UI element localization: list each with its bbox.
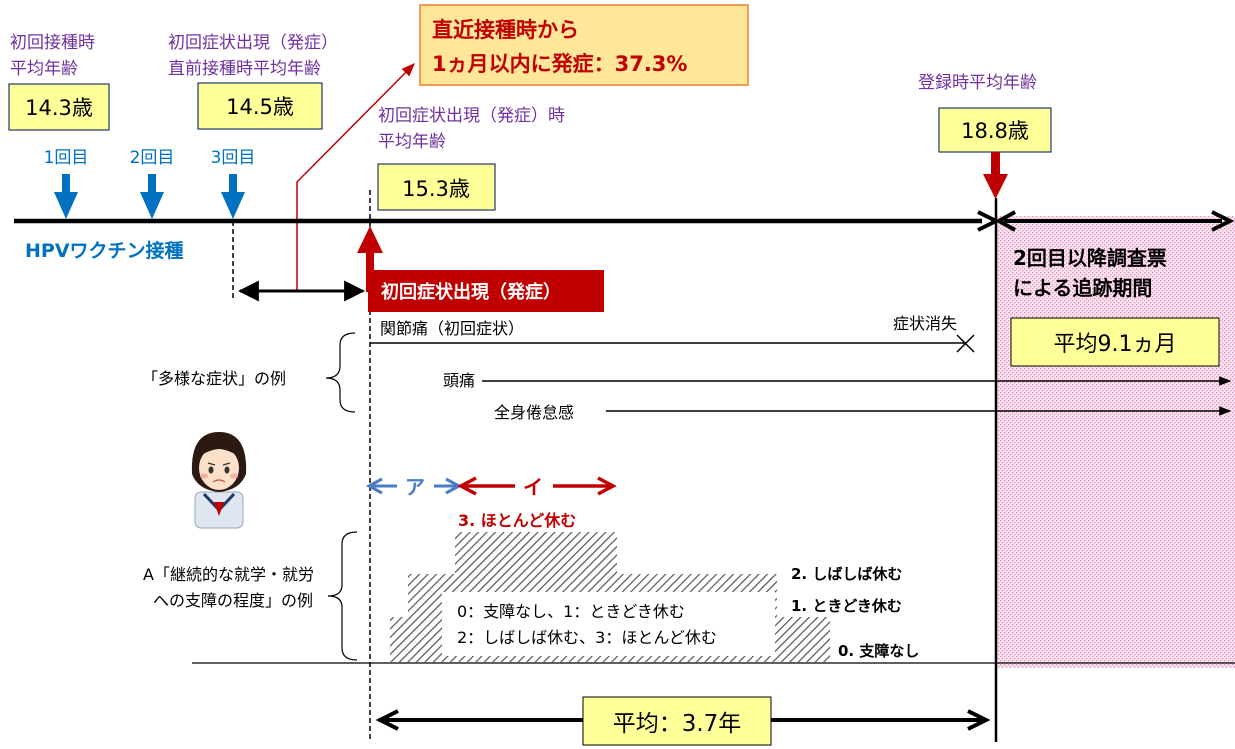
first-vacc-age-title-1: 初回接種時 — [10, 33, 95, 53]
impairment-legend-line1: 0：支障なし、1：ときどき休む — [457, 602, 685, 621]
dose-3-arrow-shaft — [229, 174, 237, 194]
followup-label-line1: 2回目以降調査票 — [1013, 246, 1167, 270]
registration-age-value: 18.8歳 — [961, 119, 1029, 143]
onset-age-group: 初回症状出現（発症）時 平均年齢 15.3歳 — [377, 106, 565, 211]
followup-arrow-head-left — [994, 210, 1016, 232]
average-duration-value: 平均：3.7年 — [613, 711, 742, 737]
symptom-examples: 関節痛（初回症状） 症状消失 頭痛 全身倦怠感 「多様な症状」の例 — [142, 314, 1232, 422]
symptom-resolved-label: 症状消失 — [893, 314, 957, 333]
first-onset-label: 初回症状出現（発症） — [381, 281, 561, 303]
onset-age-title-1: 初回症状出現（発症）時 — [378, 106, 565, 126]
registration-arrow-head — [983, 174, 1008, 199]
impairment-example-line2: への支障の程度」の例 — [153, 591, 313, 610]
level-3-label: 3. ほとんど休む — [458, 511, 576, 530]
first-vacc-age-title-2: 平均年齢 — [10, 59, 78, 79]
pre-onset-vacc-age-value: 14.5歳 — [226, 95, 294, 119]
interval-i-label: イ — [523, 475, 543, 499]
various-symptoms-brace — [325, 332, 356, 413]
registration-age-group: 登録時平均年齢 18.8歳 — [918, 73, 1052, 199]
followup-arrow-head-right — [1211, 210, 1235, 232]
dose-markers: 1回目 2回目 3回目 — [44, 148, 256, 219]
first-onset-banner — [368, 270, 604, 312]
symptom-resolved-x-icon — [956, 334, 975, 353]
average-duration-group: 平均：3.7年 — [375, 696, 991, 746]
interval-markers: ア イ — [365, 474, 617, 499]
within-month-onset-box — [419, 4, 749, 86]
impairment-example-line1: A「継続的な就学・就労 — [143, 565, 314, 584]
level-0-label: 0. 支障なし — [838, 642, 919, 660]
pre-onset-vacc-age-group: 初回症状出現（発症） 直前接種時平均年齢 14.5歳 — [168, 33, 338, 130]
dose-3-label: 3回目 — [211, 148, 256, 168]
followup-average-box — [1010, 317, 1220, 367]
dose-3-arrow-head — [221, 192, 245, 219]
interval-a-label: ア — [405, 475, 425, 499]
pre-onset-vacc-age-box — [197, 82, 323, 130]
dose-1-arrow-shaft — [62, 174, 70, 194]
registration-arrow-shaft — [991, 152, 1000, 176]
impairment-step-chart: 0：支障なし、1：ときどき休む 2：しばしば休む、3：ほとんど休む 3. ほとん… — [143, 511, 1235, 664]
onset-age-box — [377, 163, 496, 211]
impairment-brace — [327, 531, 358, 661]
various-symptoms-label: 「多様な症状」の例 — [142, 369, 286, 388]
followup-period-area — [996, 216, 1235, 668]
within-month-onset-callout: 直近接種時から 1ヵ月以内に発症：37.3% — [296, 4, 749, 292]
hpv-vaccination-label: HPVワクチン接種 — [25, 240, 184, 262]
impairment-legend-line2: 2：しばしば休む、3：ほとんど休む — [457, 628, 717, 647]
level-2-label: 2. しばしば休む — [791, 565, 902, 583]
first-vacc-age-group: 初回接種時 平均年齢 14.3歳 — [8, 33, 110, 131]
pre-onset-vacc-age-title-2: 直前接種時平均年齢 — [168, 59, 321, 79]
onset-age-title-2: 平均年齢 — [378, 132, 446, 152]
callout-pointer-line — [296, 63, 415, 292]
pre-onset-vacc-age-title-1: 初回症状出現（発症） — [168, 33, 338, 53]
dose-2-arrow-head — [140, 192, 164, 219]
level-1-label: 1. ときどき休む — [791, 597, 902, 615]
onset-age-value: 15.3歳 — [402, 177, 470, 201]
dose-2-label: 2回目 — [130, 148, 175, 168]
first-vacc-age-value: 14.3歳 — [25, 96, 93, 120]
within-month-onset-line1: 直近接種時から — [432, 18, 579, 42]
onset-arrow-head — [357, 226, 383, 253]
followup-average-value: 平均9.1ヵ月 — [1054, 332, 1177, 357]
impairment-legend-box — [442, 592, 775, 656]
first-vacc-age-box — [8, 83, 110, 131]
registration-age-title: 登録時平均年齢 — [918, 73, 1037, 93]
within-month-onset-line2: 1ヵ月以内に発症：37.3% — [432, 52, 687, 76]
fatigue-label: 全身倦怠感 — [494, 403, 574, 422]
dose-1-label: 1回目 — [44, 148, 89, 168]
headache-label: 頭痛 — [443, 371, 475, 390]
average-duration-box — [582, 696, 772, 746]
student-girl-icon — [191, 432, 247, 529]
followup-label-line2: による追跡期間 — [1013, 276, 1152, 300]
dose-2-arrow-shaft — [148, 174, 156, 194]
registration-age-box — [938, 107, 1052, 153]
joint-pain-label: 関節痛（初回症状） — [380, 319, 524, 338]
dose-1-arrow-head — [54, 192, 78, 219]
